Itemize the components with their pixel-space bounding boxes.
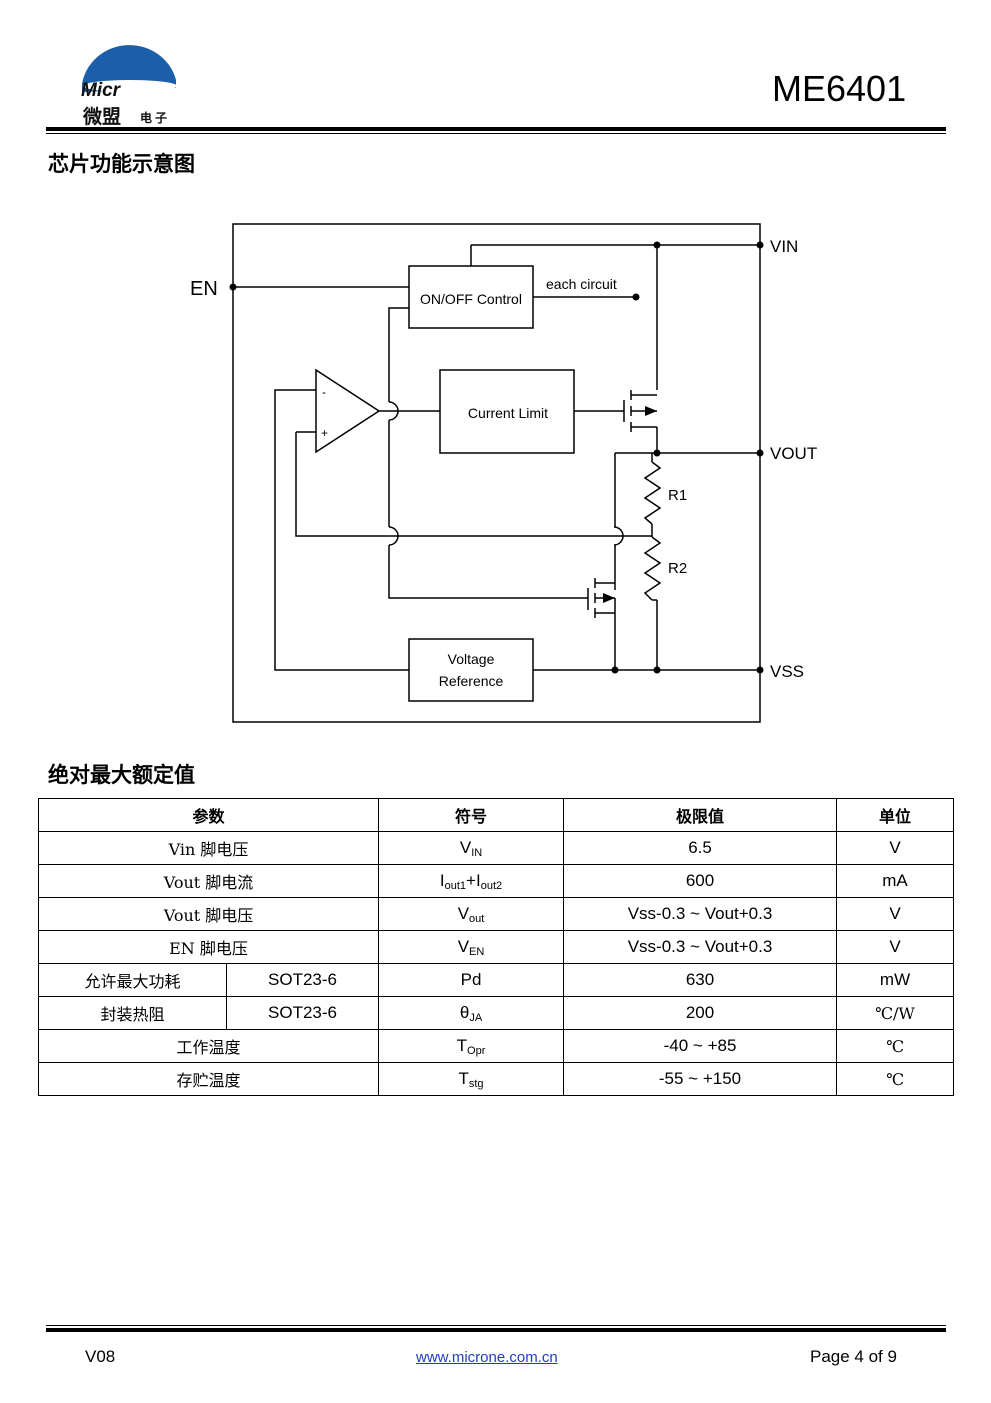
param-cell: 工作温度: [37, 1029, 380, 1063]
header-unit: 单位: [836, 798, 955, 832]
part-number: ME6401: [772, 68, 907, 109]
footer-page-number: Page 4 of 9: [810, 1347, 897, 1366]
param-cell: Vin 脚电压: [37, 831, 380, 865]
value-cell: 600: [563, 864, 838, 898]
unit-cell: V: [836, 897, 955, 931]
block-diagram-title: 芯片功能示意图: [48, 152, 195, 176]
value-cell: Vss-0.3 ~ Vout+0.3: [563, 897, 838, 931]
abs-max-ratings-title: 绝对最大额定值: [48, 763, 195, 787]
table-header-row: 参数 符号 极限值 单位: [37, 798, 955, 832]
header-rule-thin: [46, 133, 946, 134]
symbol-cell: VIN: [378, 831, 565, 865]
header-symbol: 符号: [378, 798, 565, 832]
table-row: 存贮温度 Tstg -55 ~ +150 ℃: [37, 1062, 955, 1096]
logo-text-cn: 微盟: [83, 106, 122, 128]
pin-vout-label: VOUT: [770, 444, 817, 463]
unit-cell: V: [836, 930, 955, 964]
symbol-cell: Vout: [378, 897, 565, 931]
footer-rule-thin: [46, 1325, 946, 1326]
value-cell: 200: [563, 996, 838, 1030]
symbol-cell: Pd: [378, 963, 565, 997]
value-cell: -55 ~ +150: [563, 1062, 838, 1096]
value-cell: 6.5: [563, 831, 838, 865]
footer-website-link[interactable]: www.microne.com.cn: [416, 1349, 558, 1366]
unit-cell: ℃: [836, 1029, 955, 1063]
param-cell: Vout 脚电压: [37, 897, 380, 931]
logo-text-micr: Micr: [81, 80, 121, 101]
voltage-reference-label-2: Reference: [439, 673, 504, 689]
header-limit: 极限值: [563, 798, 838, 832]
symbol-cell: VEN: [378, 930, 565, 964]
current-limit-label: Current Limit: [468, 405, 548, 421]
condition-cell: SOT23-6: [225, 996, 380, 1030]
header-rule-thick: [46, 127, 946, 131]
condition-cell: SOT23-6: [225, 963, 380, 997]
footer-rule-thick: [46, 1328, 946, 1332]
logo-text-cn-small: 电子: [140, 111, 171, 125]
table-row: 工作温度 TOpr -40 ~ +85 ℃: [37, 1029, 955, 1063]
footer-version: V08: [85, 1347, 116, 1366]
header-param: 参数: [37, 798, 380, 832]
voltage-reference-label-1: Voltage: [448, 651, 495, 667]
param-cell: Vout 脚电流: [37, 864, 380, 898]
amp-plus-label: +: [321, 426, 328, 440]
block-diagram: EN VIN VOUT VSS ON/OFF Control each circ…: [190, 223, 817, 723]
unit-cell: V: [836, 831, 955, 865]
param-cell: 封装热阻: [38, 996, 227, 1030]
abs-max-ratings-table: 参数 符号 极限值 单位 Vin 脚电压 VIN 6.5 V Vout 脚电流 …: [37, 798, 955, 1096]
r1-label: R1: [668, 487, 687, 504]
pin-en-label: EN: [190, 278, 218, 300]
unit-cell: mA: [836, 864, 955, 898]
logo-globe-icon: [82, 45, 177, 92]
table-row: Vout 脚电流 Iout1+Iout2 600 mA: [37, 864, 955, 898]
table-row: EN 脚电压 VEN Vss-0.3 ~ Vout+0.3 V: [37, 930, 955, 964]
unit-cell: mW: [836, 963, 955, 997]
table-row: 允许最大功耗 SOT23-6 Pd 630 mW: [38, 963, 955, 997]
value-cell: 630: [563, 963, 838, 997]
company-logo: Micr One 微盟 电子: [78, 38, 182, 128]
amp-minus-label: -: [322, 385, 326, 399]
unit-cell: ℃: [836, 1062, 955, 1096]
value-cell: -40 ~ +85: [563, 1029, 838, 1063]
onoff-control-label: ON/OFF Control: [420, 291, 522, 307]
pin-vin-label: VIN: [770, 237, 798, 256]
symbol-cell: Tstg: [378, 1062, 565, 1096]
param-cell: 存贮温度: [37, 1062, 380, 1096]
logo-text-one: One: [132, 80, 169, 101]
value-cell: Vss-0.3 ~ Vout+0.3: [563, 930, 838, 964]
table-row: Vout 脚电压 Vout Vss-0.3 ~ Vout+0.3 V: [37, 897, 955, 931]
param-cell: EN 脚电压: [37, 930, 380, 964]
table-row: Vin 脚电压 VIN 6.5 V: [37, 831, 955, 865]
unit-cell: ℃/W: [836, 996, 955, 1030]
symbol-cell: θJA: [378, 996, 565, 1030]
param-cell: 允许最大功耗: [38, 963, 227, 997]
symbol-cell: TOpr: [378, 1029, 565, 1063]
pin-vss-label: VSS: [770, 662, 804, 681]
r2-label: R2: [668, 560, 687, 577]
table-row: 封装热阻 SOT23-6 θJA 200 ℃/W: [38, 996, 955, 1030]
each-circuit-label: each circuit: [546, 276, 617, 292]
symbol-cell: Iout1+Iout2: [378, 864, 565, 898]
